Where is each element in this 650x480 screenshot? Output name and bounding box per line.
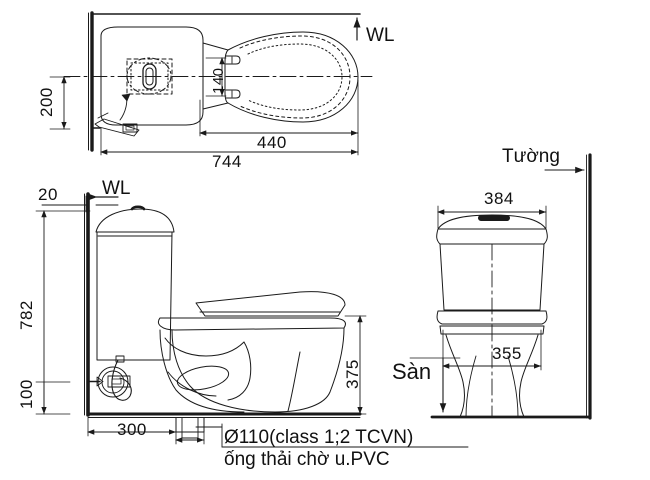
note-pipe-material: ống thải chờ u.PVC [224, 449, 390, 470]
dim-label-355: 355 [492, 344, 522, 363]
dim-label-300: 300 [117, 420, 147, 439]
dim-label-384: 384 [484, 189, 514, 208]
dim-label-744: 744 [212, 152, 242, 171]
label-floor-san: Sàn [392, 359, 432, 384]
dim-label-100: 100 [17, 379, 36, 409]
dim-label-375: 375 [343, 359, 362, 389]
note-pipe-spec: Ø110(class 1;2 TCVN) [224, 427, 414, 448]
dim-label-140: 140 [210, 67, 227, 94]
side-view-group [35, 192, 367, 445]
dim-label-782: 782 [17, 300, 36, 330]
label-wl-top: WL [366, 25, 395, 46]
front-view-group [409, 153, 592, 420]
label-wl-side: WL [102, 178, 131, 199]
dim-label-20: 20 [38, 185, 58, 204]
top-view-group [49, 11, 373, 156]
dim-label-200: 200 [37, 87, 56, 117]
label-wall-tuong: Tường [502, 146, 560, 167]
dim-label-440: 440 [257, 133, 287, 152]
